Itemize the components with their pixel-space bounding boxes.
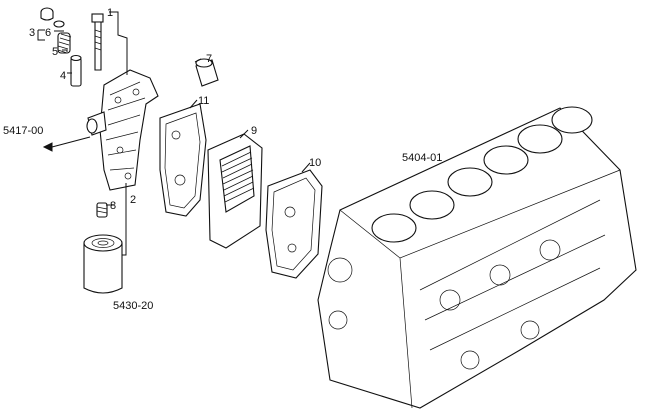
callout-11: 11 <box>198 95 209 107</box>
part-valve <box>70 54 82 87</box>
callout-7: 7 <box>206 53 212 65</box>
oil-filter-cartridge <box>83 234 123 294</box>
ref-engine-block: 5404-01 <box>402 152 442 164</box>
gasket-11 <box>159 103 207 217</box>
part-washer <box>53 20 65 28</box>
part-cap <box>40 7 54 21</box>
part-sleeve <box>195 58 219 87</box>
gasket-10 <box>265 169 323 279</box>
oil-cooler-9 <box>207 133 263 249</box>
leader-lines <box>37 11 311 256</box>
part-bolt <box>91 13 104 71</box>
callout-4: 4 <box>60 70 66 82</box>
oil-filter-housing <box>86 69 159 191</box>
callout-1: 1 <box>107 7 113 19</box>
callout-5: 5 <box>52 46 58 58</box>
callout-2: 2 <box>130 194 136 206</box>
callout-3: 3 <box>29 27 35 39</box>
callout-6-top: 6 <box>45 27 51 39</box>
engine-block <box>317 106 637 409</box>
callout-10: 10 <box>309 157 321 169</box>
callout-8: 8 <box>110 200 116 212</box>
part-nipple <box>96 202 108 218</box>
ref-oil-filter: 5430-20 <box>113 300 153 312</box>
callout-9: 9 <box>251 125 257 137</box>
part-spring <box>57 32 72 54</box>
ref-oil-pump: 5417-00 <box>3 125 43 137</box>
